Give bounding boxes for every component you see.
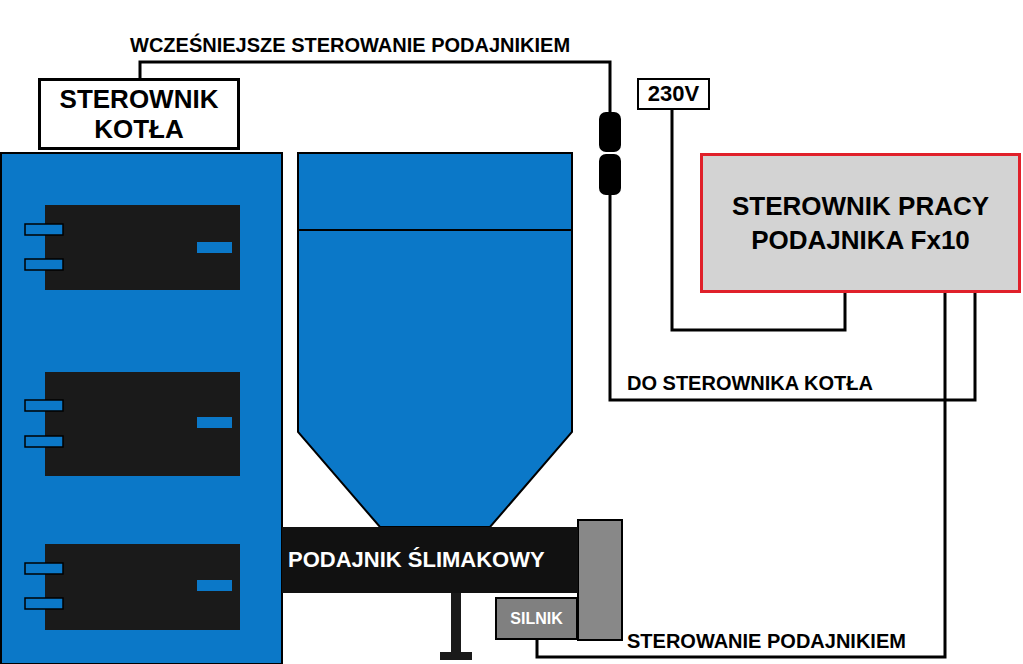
node-text: STEROWNIK KOTŁA bbox=[47, 84, 231, 144]
boiler-body bbox=[1, 153, 282, 664]
feeder-leg bbox=[451, 590, 461, 652]
power-box: 230V bbox=[637, 78, 710, 110]
connector-wire bbox=[537, 293, 945, 657]
wire-label: DO STEROWNIKA KOTŁA bbox=[625, 372, 875, 394]
node-text: 230V bbox=[648, 82, 699, 106]
motor-box: SILNIK bbox=[495, 597, 578, 640]
node-text: STEROWNIK PRACY PODAJNIKA Fx10 bbox=[709, 189, 1012, 257]
controller-box: STEROWNIK KOTŁA bbox=[38, 78, 240, 150]
wire-label: STEROWANIE PODAJNIKIEM bbox=[625, 630, 908, 652]
cable-plug bbox=[597, 112, 623, 195]
motor-flange bbox=[578, 520, 622, 640]
node-text: PODAJNIK ŚLIMAKOWY bbox=[288, 547, 545, 573]
feeder-controller-box: STEROWNIK PRACY PODAJNIKA Fx10 bbox=[700, 153, 1021, 293]
wire-label: WCZEŚNIEJSZE STEROWANIE PODAJNIKIEM bbox=[128, 34, 572, 56]
boiler-doors bbox=[25, 205, 240, 630]
node-text: SILNIK bbox=[510, 609, 562, 629]
fuel-hopper bbox=[298, 153, 572, 527]
screw-feeder: PODAJNIK ŚLIMAKOWY bbox=[282, 527, 578, 593]
